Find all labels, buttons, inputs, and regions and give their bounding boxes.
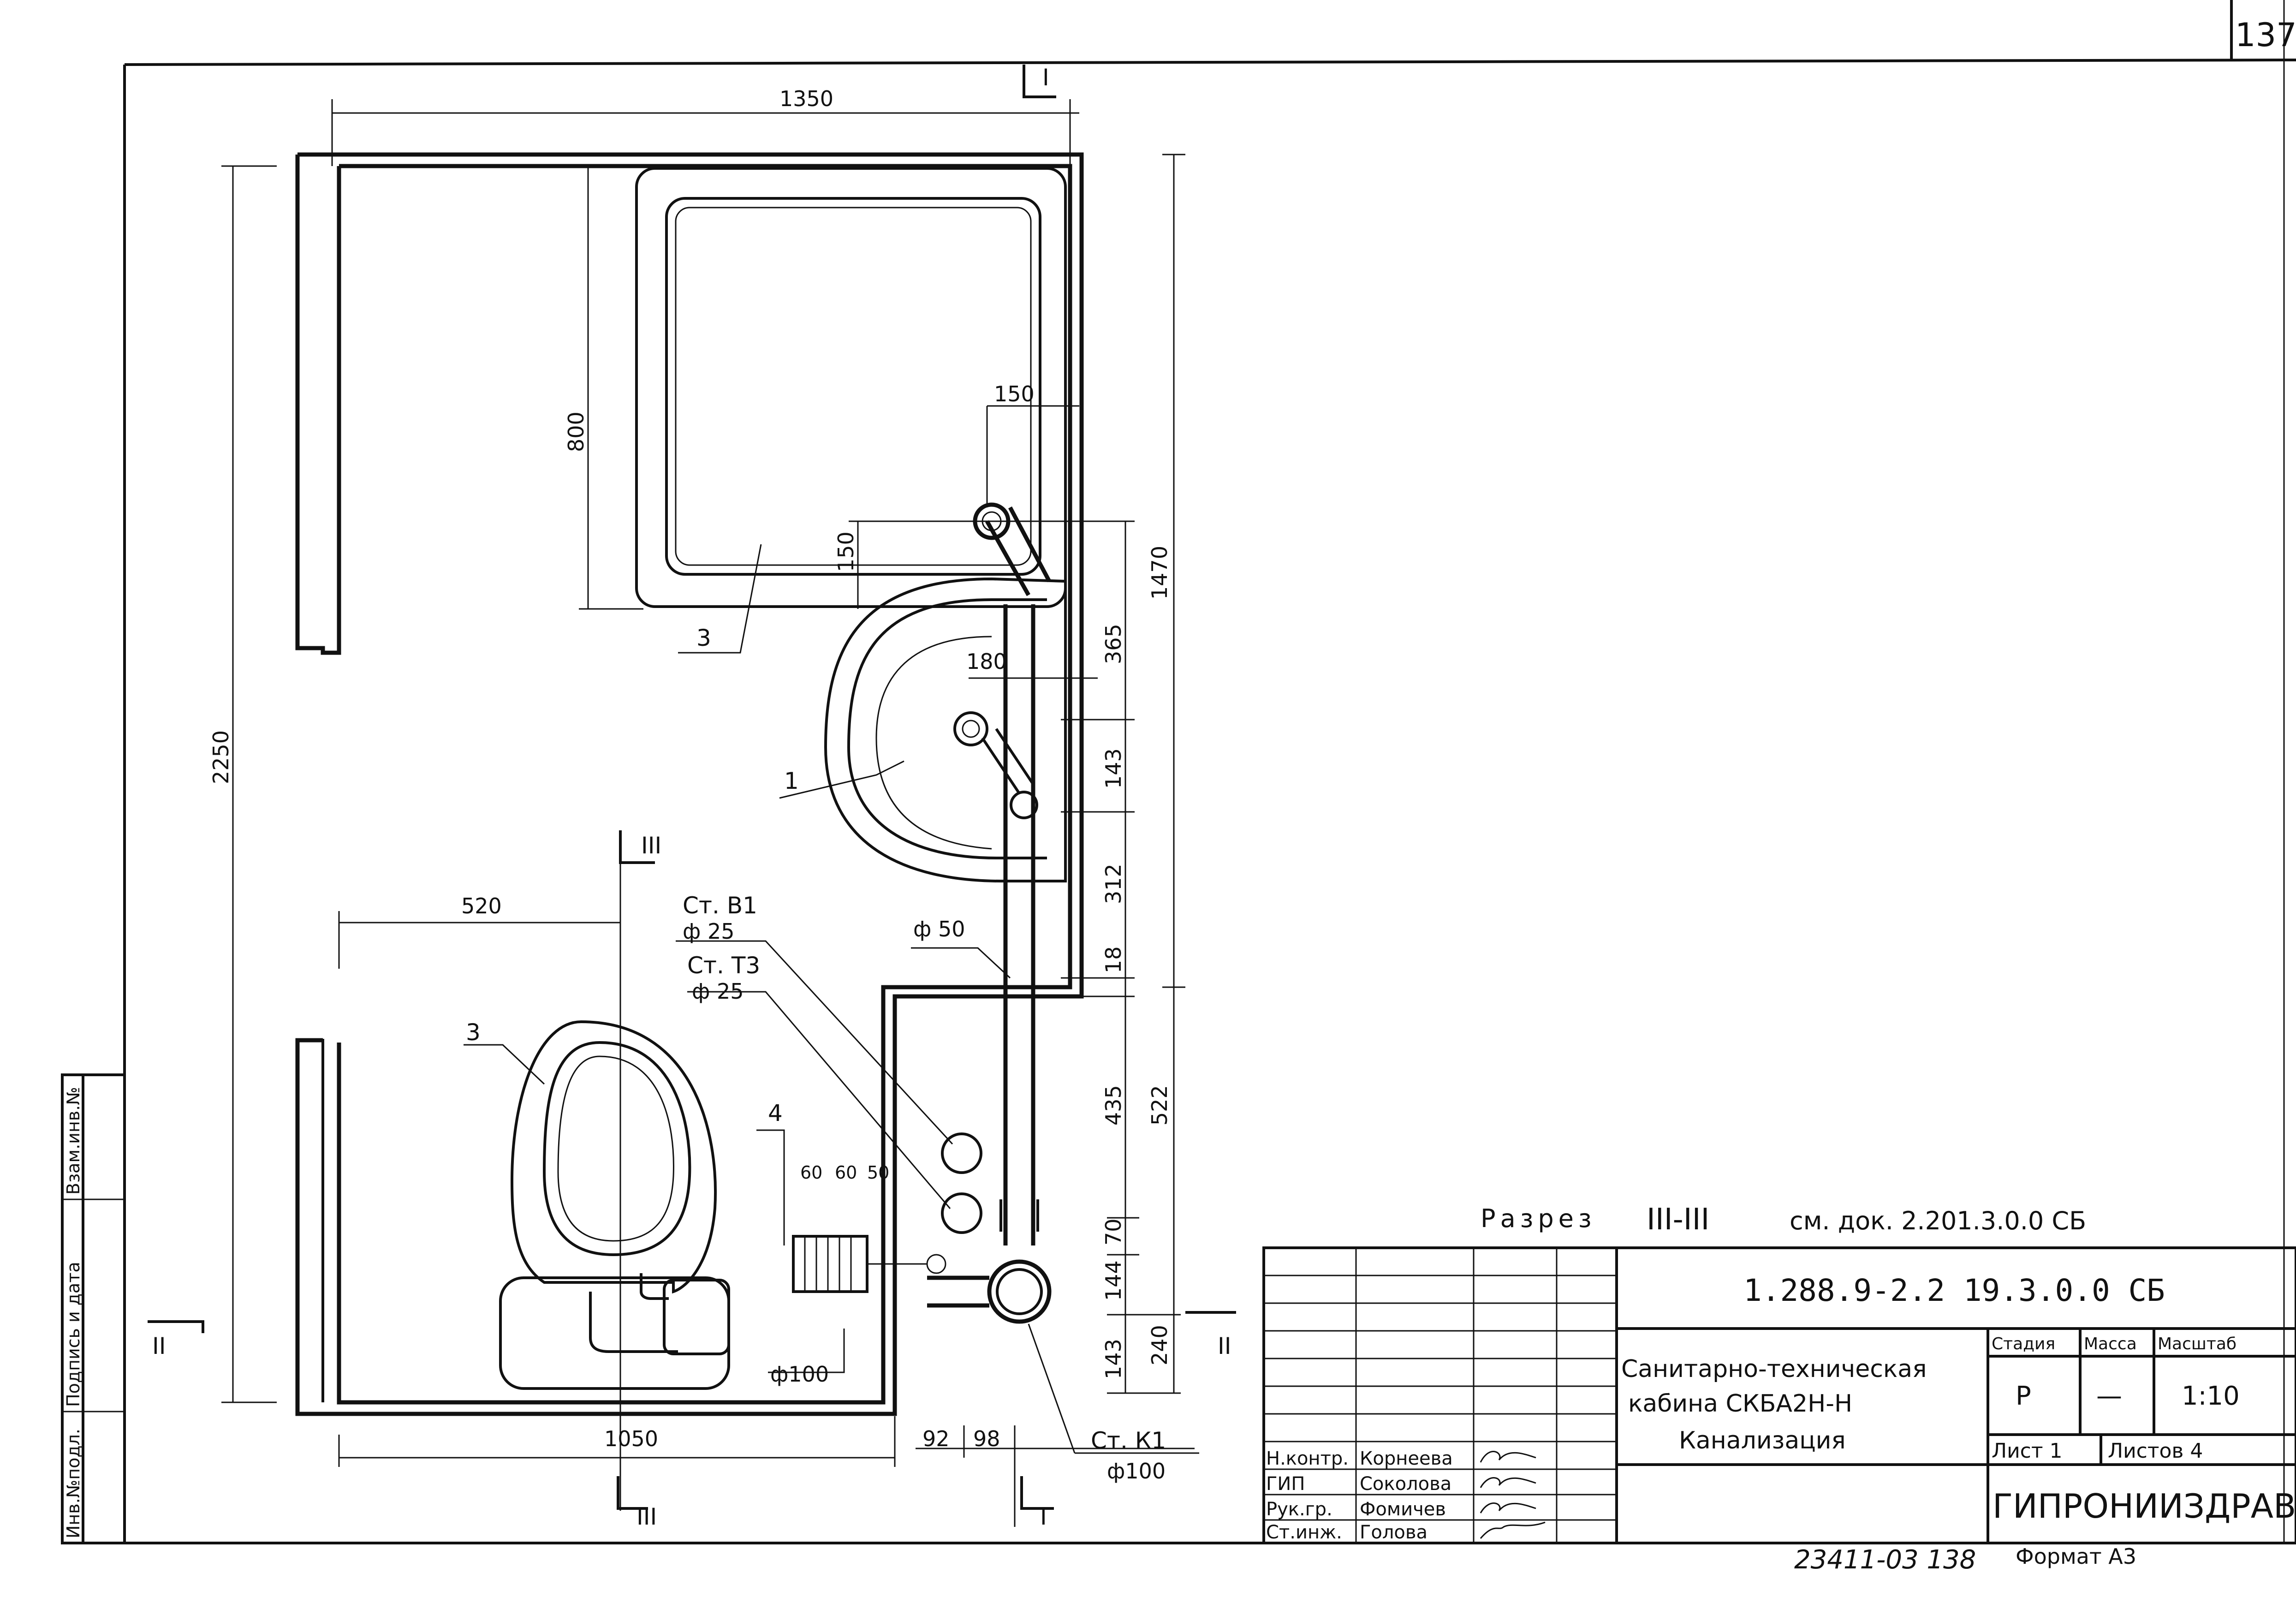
cabin-walls xyxy=(295,152,1084,1416)
dim-1470: 1470 xyxy=(1147,546,1172,600)
dim-180: 180 xyxy=(966,649,1007,674)
doc-code: 1.288.9-2.2 19.3.0.0 СБ xyxy=(1743,1273,2165,1308)
dim-70: 70 xyxy=(1101,1218,1126,1245)
section-mark-iii-bottom: III xyxy=(636,1503,657,1530)
section-note-ref: см. док. 2.201.3.0.0 СБ xyxy=(1790,1206,2086,1235)
header-stage: Стадия xyxy=(1992,1335,2055,1353)
stage-value: Р xyxy=(2016,1381,2031,1411)
dim-143-lower: 143 xyxy=(1101,1339,1126,1379)
archive-number: 23411-03 138 xyxy=(1794,1545,1976,1575)
callout-1-basin: 1 xyxy=(784,768,799,794)
label-st-t3: Ст. Т3 xyxy=(687,952,760,979)
section-mark-i-bottom: I xyxy=(1040,1503,1047,1530)
header-scale: Масштаб xyxy=(2158,1335,2237,1353)
name-sokolova: Соколова xyxy=(1360,1473,1451,1495)
name-korneeva: Корнеева xyxy=(1360,1448,1453,1469)
name-golova: Голова xyxy=(1360,1522,1428,1543)
dim-143-upper: 143 xyxy=(1101,748,1126,789)
callout-4-towel-rail: 4 xyxy=(768,1100,783,1126)
water-risers xyxy=(941,1132,982,1234)
mass-value: — xyxy=(2096,1381,2122,1411)
handwritten-signatures xyxy=(1480,1451,1546,1539)
dim-1050: 1050 xyxy=(604,1426,658,1451)
stamp-inv-label: Инв.№подл. xyxy=(63,1429,83,1538)
dim-435: 435 xyxy=(1101,1085,1126,1126)
name-fomichev: Фомичев xyxy=(1360,1499,1446,1520)
label-st-k1: Ст. К1 xyxy=(1091,1427,1166,1454)
riser-pipe xyxy=(927,502,1052,1324)
section-mark-iii-top: III xyxy=(641,832,661,859)
dim-1350: 1350 xyxy=(779,86,833,111)
stamp-sign-label: Подпись и дата xyxy=(63,1262,83,1407)
section-note-label: Разрез xyxy=(1481,1204,1596,1233)
dim-522: 522 xyxy=(1147,1085,1172,1126)
dim-520: 520 xyxy=(461,894,502,918)
section-mark-ii-left: II xyxy=(152,1333,166,1359)
label-st-v1: Ст. В1 xyxy=(683,892,757,919)
stamp-vzam-label: Взам.инв.№ xyxy=(63,1087,83,1195)
dim-365: 365 xyxy=(1101,624,1126,664)
dim-98: 98 xyxy=(973,1426,1000,1451)
product-name-line-3: Канализация xyxy=(1679,1427,1846,1454)
towel-rail xyxy=(792,1235,946,1293)
washbasin xyxy=(824,577,1067,882)
dim-60-b: 60 xyxy=(835,1162,857,1183)
dim-50: 50 xyxy=(867,1162,889,1183)
dim-2250: 2250 xyxy=(208,730,233,784)
label-phi100-toilet: ф100 xyxy=(770,1362,829,1387)
dim-60-a: 60 xyxy=(800,1162,822,1183)
role-st-inzh: Ст.инж. xyxy=(1266,1522,1342,1543)
left-stamp xyxy=(61,1073,126,1544)
dim-18: 18 xyxy=(1101,946,1126,973)
section-mark-ii-right: II xyxy=(1218,1333,1231,1359)
sheet-number: Лист 1 xyxy=(1992,1439,2062,1463)
callout-3-toilet: 3 xyxy=(466,1019,481,1046)
shower-tray xyxy=(635,167,1067,608)
dim-240: 240 xyxy=(1147,1325,1172,1365)
label-st-v1-diameter: ф 25 xyxy=(683,919,734,944)
dim-92: 92 xyxy=(922,1426,950,1451)
section-cuts xyxy=(148,65,1236,1510)
role-n-kontr: Н.контр. xyxy=(1266,1448,1349,1469)
organization-name: ГИПРОНИИЗДРАВ xyxy=(1993,1487,2296,1526)
page-number: 137 xyxy=(2235,16,2296,54)
format-label: Формат А3 xyxy=(2016,1544,2136,1569)
scale-value: 1:10 xyxy=(2182,1381,2240,1411)
label-st-t3-diameter: ф 25 xyxy=(692,979,744,1004)
dim-150-side: 150 xyxy=(833,531,858,572)
sheet-count: Листов 4 xyxy=(2108,1439,2203,1463)
section-mark-i-top: I xyxy=(1042,64,1049,91)
title-block xyxy=(1262,1246,2296,1544)
header-mass: Масса xyxy=(2084,1335,2137,1353)
toilet xyxy=(499,1020,730,1390)
callout-3-shower: 3 xyxy=(696,625,711,651)
label-phi50: ф 50 xyxy=(913,917,965,942)
dim-800: 800 xyxy=(564,411,589,452)
dim-150-top: 150 xyxy=(994,381,1035,406)
role-gip: ГИП xyxy=(1266,1473,1305,1495)
leader-lines xyxy=(464,544,1199,1454)
dimension-lines xyxy=(221,99,1195,1527)
dim-144: 144 xyxy=(1101,1260,1126,1301)
section-note-mark: III-III xyxy=(1647,1203,1709,1237)
product-name-line-1: Санитарно-техническая xyxy=(1621,1355,1927,1383)
dim-312: 312 xyxy=(1101,864,1126,904)
label-st-k1-diameter: ф100 xyxy=(1107,1459,1166,1484)
role-ruk-gr: Рук.гр. xyxy=(1266,1499,1332,1520)
product-name-line-2: кабина СКБА2Н-Н xyxy=(1628,1390,1852,1418)
